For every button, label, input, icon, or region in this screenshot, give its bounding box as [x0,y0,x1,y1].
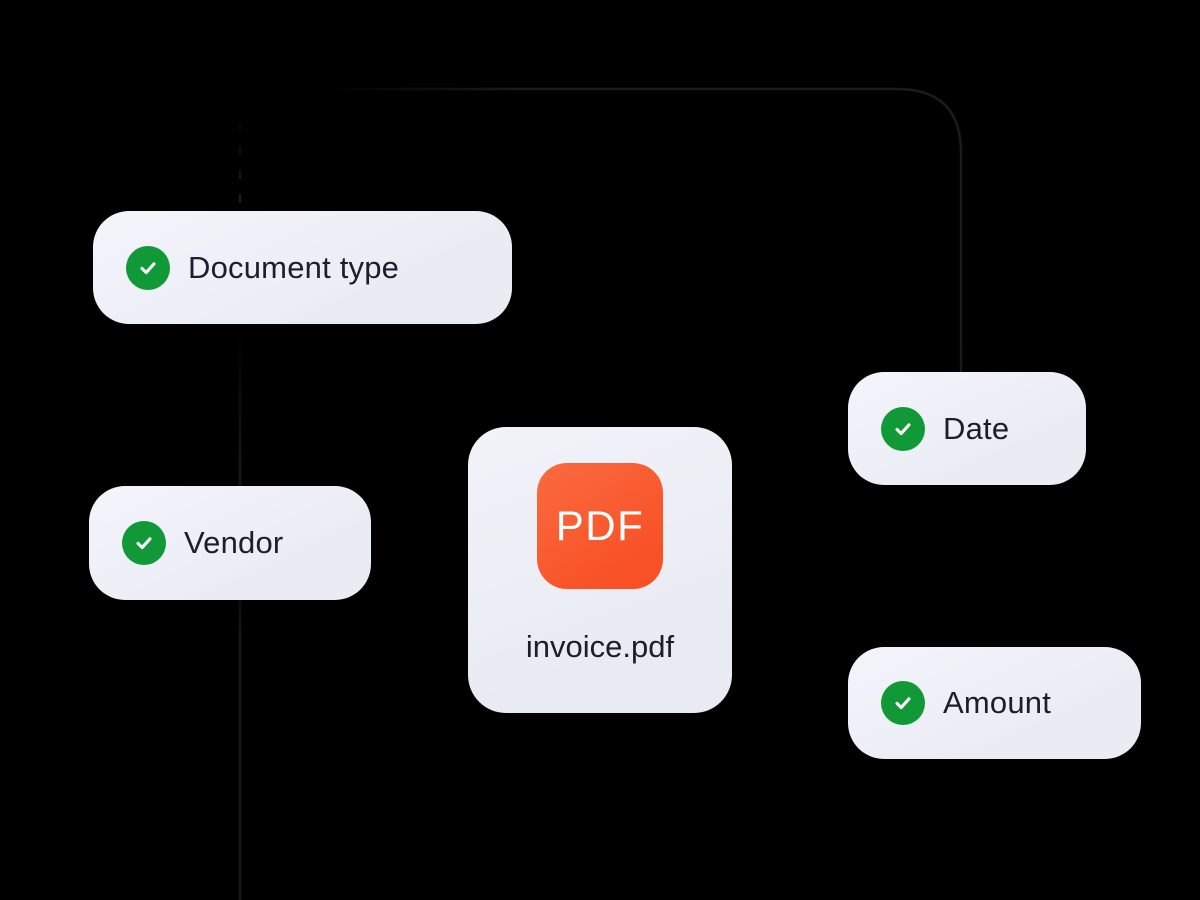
field-label-amount: Amount [943,685,1052,720]
file-card: PDF invoice.pdf [468,427,732,713]
connector-top-right [320,87,963,374]
field-chip-vendor: Vendor [89,486,371,600]
check-icon [122,521,166,565]
field-label-vendor: Vendor [184,525,284,560]
check-icon [881,406,925,451]
field-chip-date: Date [848,372,1086,485]
field-chip-document-type: Document type [93,211,512,324]
file-name: invoice.pdf [525,629,675,664]
pdf-file-icon: PDF [537,463,663,589]
pdf-badge-label: PDF [555,502,645,549]
check-icon [126,245,170,290]
field-label-document-type: Document type [188,249,400,285]
field-chip-amount: Amount [848,647,1141,759]
field-label-date: Date [943,410,1010,446]
check-icon [881,681,925,725]
